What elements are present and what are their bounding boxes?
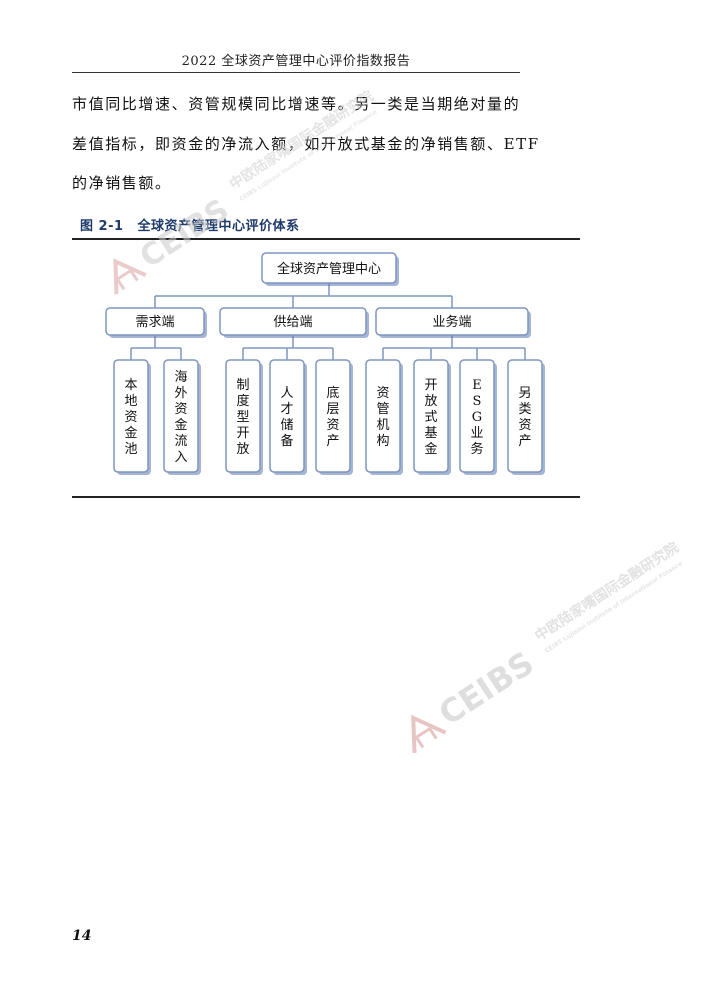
body-line: 市值同比增速、资管规模同比增速等。另一类是当期绝对量的	[72, 95, 521, 113]
leaf-label: 底层资产	[326, 385, 339, 449]
box-frame	[113, 359, 149, 473]
leaf-label: 开放式基金	[424, 378, 437, 457]
group-label: 业务端	[432, 314, 471, 330]
leaf-node: 资管机构	[365, 359, 403, 475]
root-node: 全球资产管理中心	[261, 252, 399, 286]
box-frame	[225, 359, 261, 473]
box-frame	[269, 359, 305, 473]
box-frame	[507, 359, 543, 473]
header-title: 2022 全球资产管理中心评价指数报告	[181, 54, 411, 69]
box-frame	[163, 359, 199, 473]
group-node: 需求端	[105, 307, 207, 338]
box-frame	[375, 307, 529, 336]
box-frame	[459, 359, 495, 473]
box-frame	[105, 307, 205, 336]
box-frame	[261, 252, 397, 284]
leaf-node: 海外资金流入	[163, 359, 201, 475]
group-label: 需求端	[135, 315, 174, 330]
box-frame	[315, 359, 351, 473]
leaf-label: 本地资金池	[124, 378, 137, 457]
header-rule	[72, 72, 520, 73]
box-frame	[219, 307, 367, 336]
leaf-label: 资管机构	[376, 386, 389, 449]
leaf-node: 制度型开放	[225, 359, 263, 475]
page-number: 14	[72, 928, 92, 944]
figure-number: 图 2-1	[80, 219, 124, 234]
leaf-node: 本地资金池	[113, 359, 151, 475]
leaf-node: 人才储备	[269, 359, 307, 475]
figure-bottom-rule	[72, 496, 580, 498]
figure-caption: 图 2-1 全球资产管理中心评价体系	[80, 215, 300, 234]
leaf-label: 海外资金流入	[174, 370, 187, 465]
leaf-node: 底层资产	[315, 359, 353, 475]
group-node: 业务端	[375, 307, 531, 338]
figure-title: 全球资产管理中心评价体系	[137, 219, 300, 234]
box-frame	[413, 359, 449, 473]
box-frame	[365, 359, 401, 473]
leaf-label: 另类资产	[518, 386, 531, 449]
leaf-node: 另类资产	[507, 359, 545, 475]
leaf-label: 制度型开放	[236, 378, 249, 457]
leaf-node: 开放式基金	[413, 359, 451, 475]
group-node: 供给端	[219, 307, 369, 338]
leaf-label: 人才储备	[280, 386, 293, 449]
body-line: 的净销售额。	[72, 174, 172, 192]
group-label: 供给端	[273, 315, 312, 330]
root-label: 全球资产管理中心	[277, 261, 381, 277]
figure-top-rule	[72, 238, 580, 240]
body-line: 差值指标，即资金的净流入额，如开放式基金的净销售额、ETF	[72, 135, 540, 153]
